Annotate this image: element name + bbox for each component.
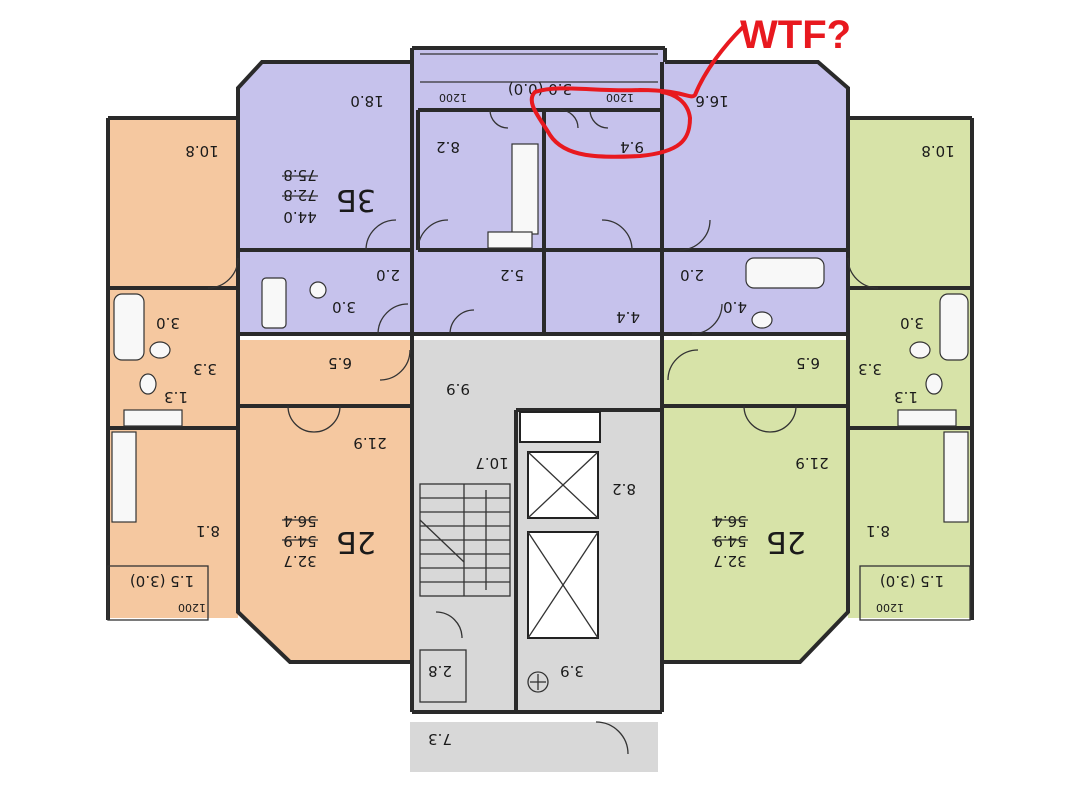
label-top-circled-room: 9.4 — [620, 138, 644, 156]
label-right-bath: 3.0 — [900, 314, 924, 332]
label-top-right-bath: 4.0 — [723, 298, 747, 316]
label-right-wc: 1.3 — [894, 388, 918, 406]
label-left-bath: 3.0 — [156, 314, 180, 332]
apartment-left-living: 32.7 — [283, 552, 316, 570]
label-far-right-top: 10.8 — [921, 142, 954, 160]
label-right-dim: 1200 — [876, 601, 904, 614]
label-top-right-hall: 2.0 — [680, 266, 704, 284]
label-bottom-balcony: 7.3 — [428, 730, 452, 748]
label-top-left-hall: 2.0 — [376, 266, 400, 284]
label-top-center-corridor: 4.4 — [616, 308, 640, 326]
apartment-left-summary: 2Б 32.7 54.9 56.4 — [283, 512, 376, 570]
label-right-room: 21.9 — [795, 454, 828, 472]
annotation-circle-stroke — [529, 26, 744, 159]
label-top-left-room: 18.0 — [350, 92, 383, 110]
apartment-right-total: 54.9 — [713, 532, 746, 550]
apartment-2b-left-zone — [238, 340, 412, 662]
red-annotation: WTF? — [529, 13, 851, 159]
label-left-loggia: 1.5 (3.0) — [130, 572, 194, 590]
apartment-left-total: 54.9 — [283, 532, 316, 550]
label-elevator-hall: 8.2 — [612, 480, 636, 498]
label-far-left-top: 10.8 — [185, 142, 218, 160]
annotation-text: WTF? — [740, 13, 851, 57]
label-left-hall: 6.5 — [328, 354, 352, 372]
label-left-kitchen: 8.1 — [196, 522, 220, 540]
label-left-corridor: 3.3 — [193, 360, 217, 378]
apartment-right-living: 32.7 — [713, 552, 746, 570]
label-top-center-hall: 5.2 — [500, 266, 524, 284]
apartment-2b-right-zone — [662, 340, 848, 662]
label-stair-corridor: 10.7 — [475, 454, 508, 472]
label-left-room: 21.9 — [353, 434, 386, 452]
label-right-kitchen: 8.1 — [866, 522, 890, 540]
apartment-right-gross: 56.4 — [713, 512, 746, 530]
apartment-top-summary: 3Б 44.0 72.8 75.8 — [283, 166, 376, 226]
far-right-apartment-zone — [848, 118, 972, 288]
label-right-corridor: 3.3 — [858, 360, 882, 378]
label-top-dim-right: 1200 — [606, 91, 634, 104]
apartment-top-living: 44.0 — [283, 208, 316, 226]
label-left-wc: 1.3 — [164, 388, 188, 406]
stat-underlines — [282, 175, 748, 541]
apartment-left-gross: 56.4 — [283, 512, 316, 530]
label-right-hall: 6.5 — [796, 354, 820, 372]
apartment-top-type: 3Б — [336, 182, 376, 217]
label-top-left-kitchen: 8.2 — [436, 138, 460, 156]
label-machine-room: 3.9 — [560, 662, 584, 680]
room-labels: 18.0 8.2 3.0 (0.0) 1200 1200 9.4 16.6 10… — [130, 80, 955, 748]
apartment-left-type: 2Б — [336, 524, 376, 559]
label-top-dim-left: 1200 — [439, 91, 467, 104]
label-top-right-room: 16.6 — [695, 92, 728, 110]
apartment-top-total: 72.8 — [283, 186, 316, 204]
apartment-top-gross: 75.8 — [283, 166, 316, 184]
label-left-dim: 1200 — [178, 601, 206, 614]
label-small-room: 2.8 — [428, 662, 452, 680]
far-left-apartment-zone — [108, 118, 238, 288]
label-right-loggia: 1.5 (3.0) — [880, 572, 944, 590]
label-top-left-bath: 3.0 — [332, 298, 356, 316]
apartment-right-type: 2Б — [766, 524, 806, 559]
details — [107, 53, 971, 755]
label-lobby: 9.9 — [446, 380, 470, 398]
apartment-right-summary: 2Б 32.7 54.9 56.4 — [713, 512, 806, 570]
walls — [106, 46, 974, 714]
